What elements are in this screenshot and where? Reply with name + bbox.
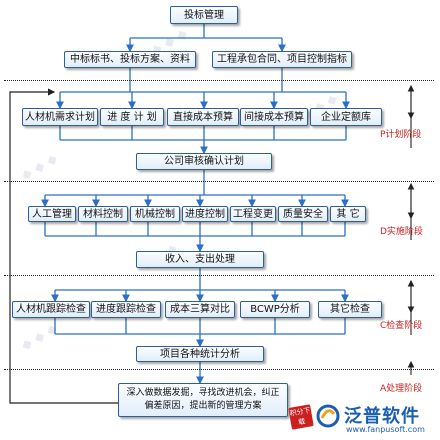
node-impl-machinery: 机械控制 — [130, 206, 180, 222]
node-bid-management: 投标管理 — [170, 6, 238, 24]
phase-separator — [4, 80, 434, 81]
node-plan-direct-cost: 直接成本预算 — [167, 108, 239, 126]
node-check-progress-tracking: 进度跟踪检查 — [91, 301, 161, 318]
node-check-material-tracking: 人材机跟踪检查 — [12, 301, 90, 318]
node-data-mining: 深入做数据发掘，寻找改进机会，纠正偏差原因，提出新的管理方案 — [118, 383, 288, 417]
node-impl-other: 其 它 — [330, 206, 366, 222]
phase-separator — [4, 369, 434, 370]
node-impl-change: 工程变更 — [230, 206, 276, 222]
logo-brand-text: 泛普软件 — [344, 406, 420, 427]
node-impl-progress: 进度控制 — [182, 206, 228, 222]
node-statistics: 项目各种统计分析 — [136, 346, 264, 362]
node-impl-labor: 人工管理 — [28, 206, 76, 222]
logo-mark-icon — [316, 404, 340, 428]
node-impl-quality-safety: 质量安全 — [278, 206, 328, 222]
node-check-cost-comparison: 成本三算对比 — [165, 301, 235, 318]
node-check-other: 其它检查 — [318, 301, 382, 318]
phase-label-p: P计划阶段 — [380, 130, 422, 140]
node-plan-schedule: 进 度 计 划 — [100, 108, 164, 126]
node-plan-material-needs: 人材机需求计划 — [22, 108, 98, 126]
node-plan-indirect-cost: 间接成本预算 — [240, 108, 308, 126]
phase-label-c: C检查阶段 — [380, 321, 423, 331]
phase-separator — [4, 275, 434, 276]
logo-badge: 积分下载 — [288, 404, 314, 430]
node-income-expense: 收入、支出处理 — [136, 251, 264, 268]
phase-label-a: A处理阶段 — [380, 384, 423, 394]
node-plan-confirm: 公司审核确认计划 — [136, 153, 272, 170]
node-check-bcwp: BCWP分析 — [240, 301, 310, 318]
node-impl-material: 材料控制 — [78, 206, 128, 222]
node-plan-quota-library: 企业定额库 — [310, 108, 382, 126]
logo-site-text: www.fanpusoft.com — [346, 425, 425, 434]
brand-logo: 积分下载 泛普软件 www.fanpusoft.com — [288, 398, 436, 438]
node-bid-documents: 中标标书、投标方案、资料 — [64, 51, 196, 68]
node-contract-indicators: 工程承包合同、项目控制指标 — [212, 51, 352, 68]
phase-label-d: D实施阶段 — [380, 227, 423, 237]
phase-separator — [4, 181, 434, 182]
